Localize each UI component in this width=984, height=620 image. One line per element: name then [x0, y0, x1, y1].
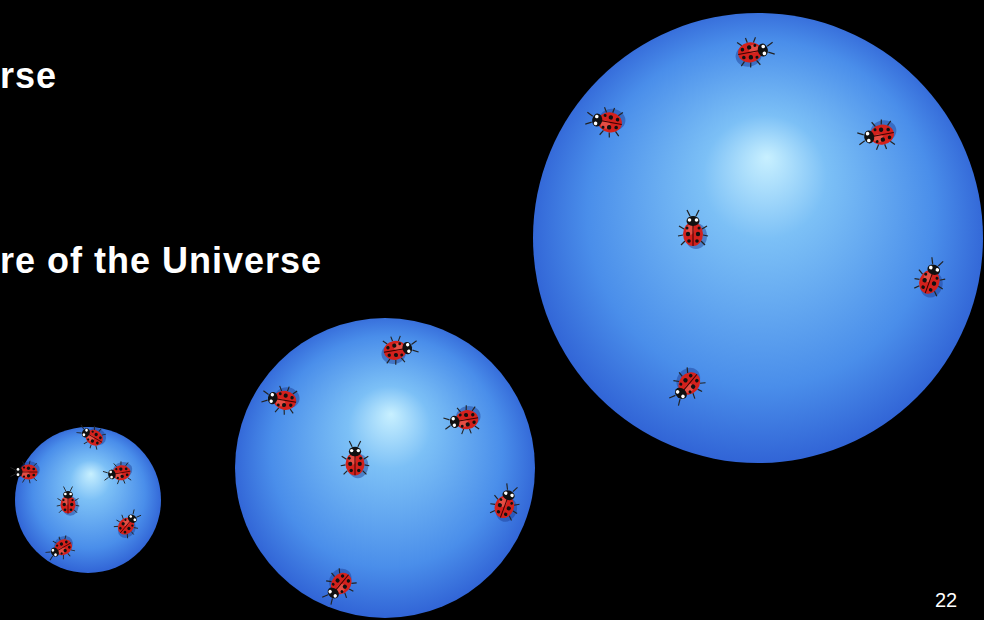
ladybugs — [11, 33, 952, 610]
large-sphere — [533, 13, 983, 463]
medium-sphere — [235, 318, 535, 618]
heading-fragment: rse — [0, 58, 57, 94]
heading-fragment: re of the Universe — [0, 243, 322, 279]
page-number: 22 — [935, 590, 957, 610]
small-sphere — [15, 427, 161, 573]
